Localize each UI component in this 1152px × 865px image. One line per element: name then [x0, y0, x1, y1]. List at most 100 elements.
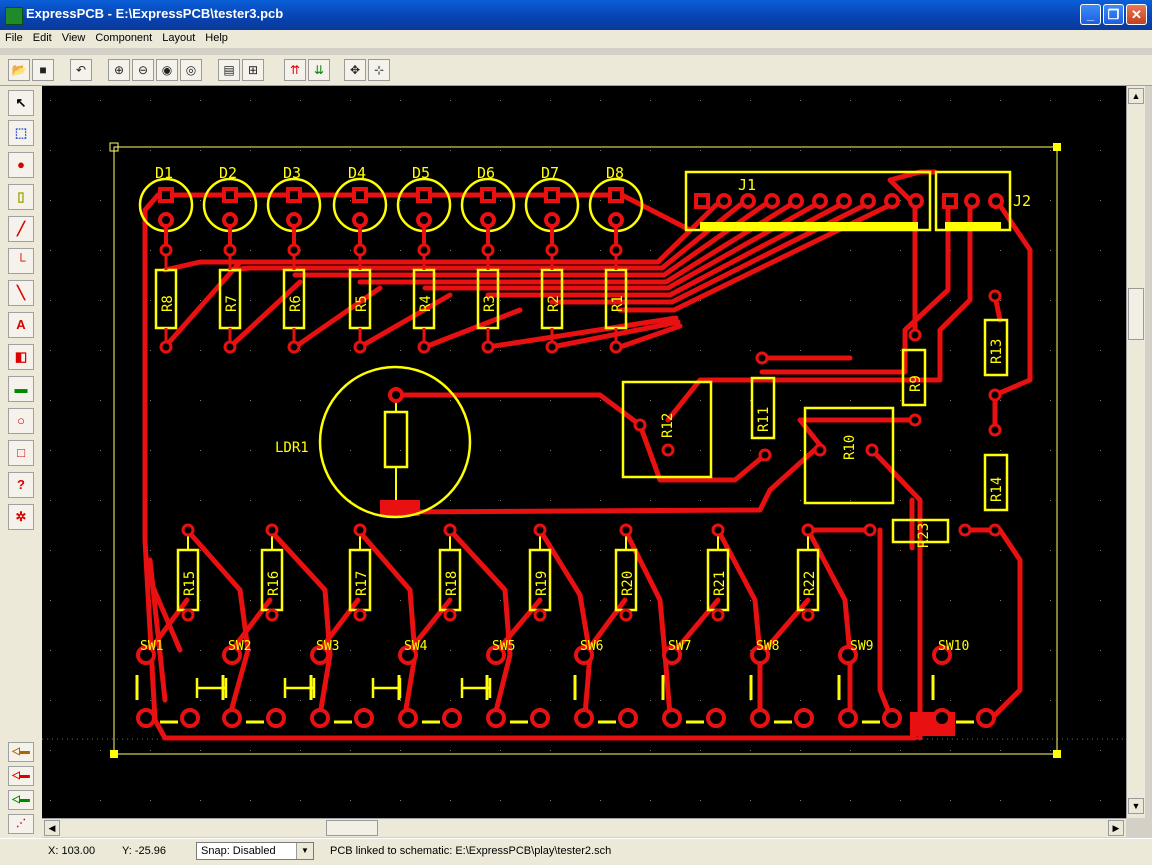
group-icon[interactable]: ◧: [8, 344, 34, 370]
label-sw2: SW2: [228, 639, 251, 654]
menu-file[interactable]: File: [5, 32, 23, 44]
pointer-icon[interactable]: ↖: [8, 90, 34, 116]
undo-icon[interactable]: ↶: [70, 59, 92, 81]
menu-help[interactable]: Help: [205, 32, 228, 44]
label-j1: J1: [738, 176, 756, 194]
label-j2: J2: [1013, 192, 1031, 210]
expresspcb-app-icon: [5, 7, 23, 25]
chevron-down-icon[interactable]: ▼: [296, 843, 313, 859]
label-sw5: SW5: [492, 639, 515, 654]
select-box-icon[interactable]: ⬚: [8, 120, 34, 146]
zoom-in-icon[interactable]: ⊕: [108, 59, 130, 81]
label-r2: R2: [546, 295, 562, 312]
horizontal-scrollbar[interactable]: ◀ ▶: [42, 818, 1126, 837]
pad-icon[interactable]: ●: [8, 152, 34, 178]
net-icon[interactable]: ✲: [8, 504, 34, 530]
circle-icon[interactable]: ○: [8, 408, 34, 434]
label-r4: R4: [418, 295, 434, 312]
label-d4: D4: [348, 164, 366, 182]
connectors: [684, 170, 1012, 232]
scroll-left-icon[interactable]: ◀: [44, 820, 60, 836]
title-bar: ExpressPCB - E:\ExpressPCB\tester3.pcb _…: [0, 0, 1152, 30]
label-r18: R18: [444, 571, 460, 596]
pcb-drawing: D1 D2 D3 D4 D5 D6 D7 D8 J1 J2 LDR1 SW1 S…: [42, 86, 1126, 818]
silkscreen-layer-icon[interactable]: ◁▬: [8, 790, 34, 810]
menu-view[interactable]: View: [61, 32, 86, 44]
label-r15: R15: [182, 571, 198, 596]
label-r10: R10: [842, 435, 858, 460]
label-d6: D6: [477, 164, 495, 182]
label-d1: D1: [155, 164, 173, 182]
menu-edit[interactable]: Edit: [32, 32, 52, 44]
tool-palette: ↖ ⬚ ● ▯ ╱ └ ╲ A ◧ ▬ ○ □ ? ✲ ◁▬ ◁▬ ◁▬ ⋰: [0, 86, 42, 840]
close-button[interactable]: ✕: [1126, 4, 1147, 25]
component-browse-icon[interactable]: ⊞: [242, 59, 264, 81]
minimize-button[interactable]: _: [1080, 4, 1101, 25]
label-r13: R13: [989, 339, 1005, 364]
query-icon[interactable]: ?: [8, 472, 34, 498]
misc-components: [621, 318, 1009, 544]
schematic-link-text: PCB linked to schematic: E:\ExpressPCB\p…: [330, 845, 612, 857]
label-sw4: SW4: [404, 639, 428, 654]
menu-component[interactable]: Component: [95, 32, 153, 44]
label-d8: D8: [606, 164, 624, 182]
vertical-scrollbar[interactable]: ▲ ▼: [1126, 86, 1145, 818]
corner-icon[interactable]: └: [8, 248, 34, 274]
fill-icon[interactable]: ▬: [8, 376, 34, 402]
bottom-resistors: [176, 523, 820, 622]
label-r7: R7: [224, 295, 240, 312]
diagonal-icon[interactable]: ╲: [8, 280, 34, 306]
horizontal-scroll-thumb[interactable]: [326, 820, 378, 836]
label-sw6: SW6: [580, 639, 603, 654]
snap-value: Snap: Disabled: [201, 845, 276, 857]
top-layer-select-icon[interactable]: ◁▬: [8, 742, 34, 762]
label-r21: R21: [712, 571, 728, 596]
label-ldr1: LDR1: [275, 440, 309, 456]
label-r8: R8: [160, 295, 176, 312]
label-r14: R14: [989, 477, 1005, 502]
label-sw10: SW10: [938, 639, 969, 654]
label-r22: R22: [802, 571, 818, 596]
zoom-actual-icon[interactable]: ◉: [156, 59, 178, 81]
properties-icon[interactable]: ▤: [218, 59, 240, 81]
snap-select[interactable]: Snap: Disabled ▼: [196, 842, 314, 860]
vertical-scroll-thumb[interactable]: [1128, 288, 1144, 340]
zoom-page-icon[interactable]: ◎: [180, 59, 202, 81]
text-icon[interactable]: A: [8, 312, 34, 338]
label-sw7: SW7: [668, 639, 691, 654]
label-sw3: SW3: [316, 639, 339, 654]
center-icon[interactable]: ⊹: [368, 59, 390, 81]
label-r1: R1: [610, 295, 626, 312]
component-icon[interactable]: ▯: [8, 184, 34, 210]
scroll-up-icon[interactable]: ▲: [1128, 88, 1144, 104]
label-d5: D5: [412, 164, 430, 182]
menu-bar: File Edit View Component Layout Help: [0, 30, 1152, 48]
rectangle-icon[interactable]: □: [8, 440, 34, 466]
label-r9: R9: [908, 375, 924, 392]
status-bar: X: 103.00 Y: -25.96 Snap: Disabled ▼ PCB…: [0, 838, 1152, 865]
ratsnest-icon[interactable]: ⋰: [8, 814, 34, 834]
bottom-layer-select-icon[interactable]: ◁▬: [8, 766, 34, 786]
scroll-right-icon[interactable]: ▶: [1108, 820, 1124, 836]
top-layer-icon[interactable]: ⇈: [284, 59, 306, 81]
top-resistors: [154, 253, 628, 354]
label-r19: R19: [534, 571, 550, 596]
rotated-labels: R8 R7 R6 R5 R4 R3 R2 R1 R15 R16 R17 R18 …: [160, 295, 1005, 596]
trace-icon[interactable]: ╱: [8, 216, 34, 242]
save-icon[interactable]: ■: [32, 59, 54, 81]
scroll-down-icon[interactable]: ▼: [1128, 798, 1144, 814]
label-r5: R5: [354, 295, 370, 312]
board-outline: [113, 146, 1058, 755]
label-r6: R6: [288, 295, 304, 312]
restore-button[interactable]: ❐: [1103, 4, 1124, 25]
zoom-out-icon[interactable]: ⊖: [132, 59, 154, 81]
pcb-canvas[interactable]: D1 D2 D3 D4 D5 D6 D7 D8 J1 J2 LDR1 SW1 S…: [42, 86, 1126, 818]
label-d3: D3: [283, 164, 301, 182]
open-icon[interactable]: 📂: [8, 59, 30, 81]
pan-icon[interactable]: ✥: [344, 59, 366, 81]
bottom-layer-icon[interactable]: ⇊: [308, 59, 330, 81]
label-r3: R3: [482, 295, 498, 312]
menu-layout[interactable]: Layout: [162, 32, 196, 44]
traces: [142, 169, 1033, 741]
label-r20: R20: [620, 571, 636, 596]
